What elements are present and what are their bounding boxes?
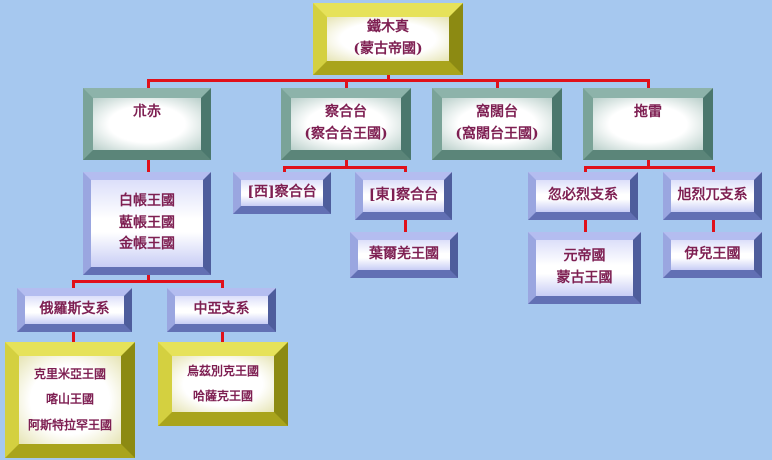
khanate-golden-horde: 金帳王國 (119, 236, 175, 253)
connector (647, 160, 650, 168)
node-chagatai: 察合台 (察合台王國) (281, 88, 411, 160)
node-title: 忽必烈支系 (548, 187, 618, 204)
node-title: [東]察合台 (368, 187, 439, 204)
node-yuan: 元帝國 蒙古王國 (528, 232, 641, 304)
node-hulagu-branch: 旭烈兀支系 (663, 172, 762, 220)
node-east-chagatai: [東]察合台 (355, 172, 452, 220)
node-subtitle: (窩闊台王國) (455, 126, 539, 142)
node-title: 察合台 (325, 104, 367, 121)
connector (72, 280, 224, 283)
khanate-astrakhan: 阿斯特拉罕王國 (27, 417, 112, 432)
node-subtitle: (蒙古帝國) (353, 41, 423, 57)
node-title: 朮赤 (133, 104, 161, 120)
node-title: 中亞支系 (193, 301, 250, 318)
khanate-crimea: 克里米亞王國 (33, 367, 106, 382)
connector (221, 332, 224, 343)
connector (147, 79, 150, 89)
khanate-kazan: 喀山王國 (45, 392, 94, 407)
connector (404, 166, 407, 173)
connector (584, 166, 587, 173)
connector (712, 166, 715, 173)
khanate-uzbek: 烏茲別克王國 (186, 363, 259, 378)
connector (147, 275, 150, 282)
node-tolui: 拖雷 (583, 88, 713, 160)
node-subtitle: (察合台王國) (304, 126, 388, 142)
node-ilkhanate: 伊兒王國 (663, 232, 762, 278)
node-central-asia-branch: 中亞支系 (167, 288, 276, 332)
connector (283, 166, 407, 169)
connector (345, 79, 348, 89)
node-title: 拖雷 (634, 104, 662, 120)
khanate-kazakh: 哈薩克王國 (192, 389, 253, 403)
node-title: 旭烈兀支系 (677, 187, 748, 204)
node-title: [西]察合台 (247, 184, 317, 201)
connector (712, 220, 715, 233)
connector (404, 220, 407, 233)
connector (584, 166, 715, 169)
node-jochi: 朮赤 (83, 88, 211, 160)
node-subtitle: 蒙古王國 (556, 270, 613, 286)
connector (647, 79, 650, 89)
node-title: 俄羅斯支系 (39, 301, 110, 318)
connector (345, 160, 348, 168)
node-yarkand: 葉爾羌王國 (350, 232, 458, 278)
node-west-chagatai: [西]察合台 (233, 172, 331, 214)
node-russia-khanates: 克里米亞王國 喀山王國 阿斯特拉罕王國 (5, 342, 135, 458)
connector (147, 160, 150, 173)
khanate-white-horde: 白帳王國 (119, 192, 175, 209)
connector (496, 79, 499, 89)
connector (283, 166, 286, 173)
connector (72, 280, 75, 289)
node-genghis-khan: 鐵木真 (蒙古帝國) (313, 3, 463, 75)
khanate-blue-horde: 藍帳王國 (119, 214, 175, 231)
connector (584, 220, 587, 233)
node-title: 葉爾羌王國 (369, 246, 439, 263)
connector (147, 79, 650, 82)
connector (387, 74, 390, 82)
connector (221, 280, 224, 289)
node-title: 伊兒王國 (684, 246, 741, 263)
node-kublai-branch: 忽必烈支系 (528, 172, 638, 220)
node-title: 鐵木真 (367, 19, 409, 36)
node-ogedei: 窩闊台 (窩闊台王國) (432, 88, 562, 160)
node-russia-branch: 俄羅斯支系 (17, 288, 132, 332)
node-jochi-khanates: 白帳王國 藍帳王國 金帳王國 (83, 172, 211, 275)
node-title: 元帝國 (563, 248, 606, 265)
connector (72, 332, 75, 343)
node-title: 窩闊台 (476, 104, 518, 121)
node-central-asia-khanates: 烏茲別克王國 哈薩克王國 (158, 342, 288, 426)
